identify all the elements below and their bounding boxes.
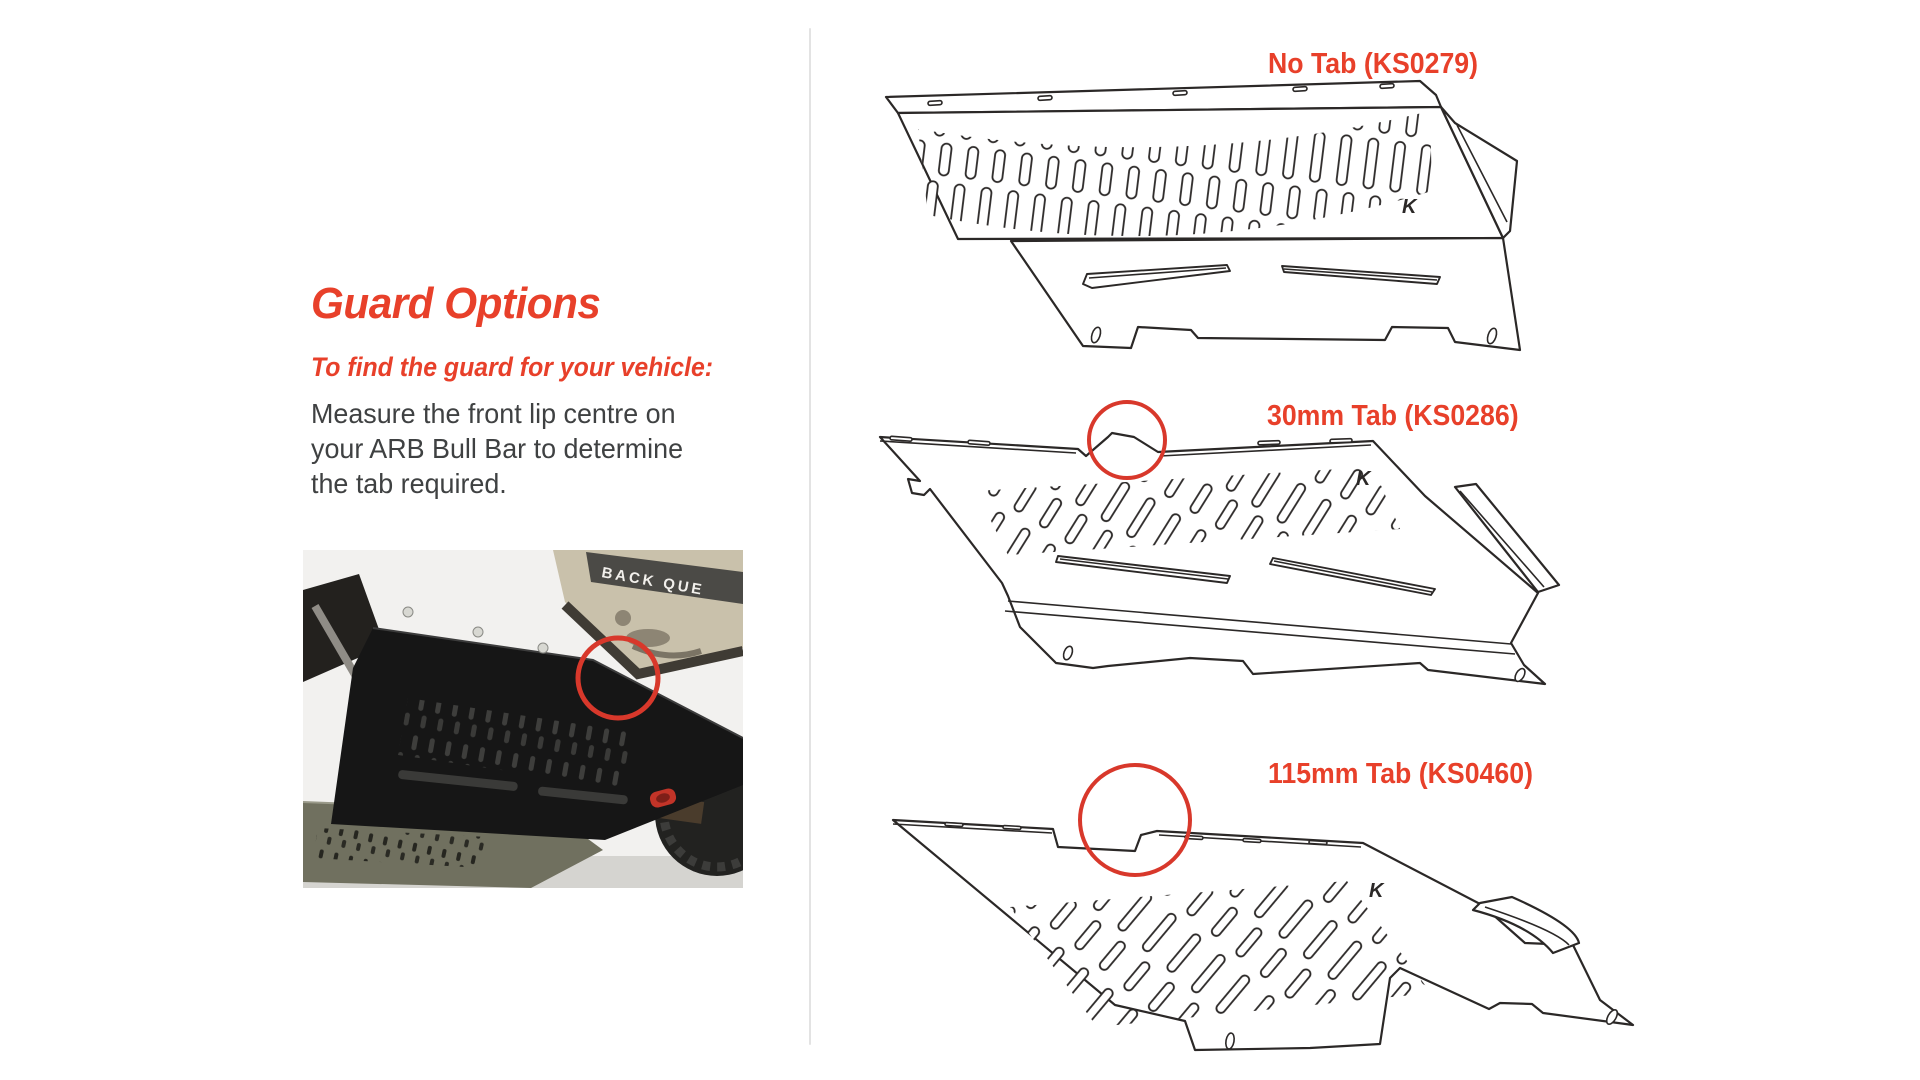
bull-bar: BACK QUE bbox=[553, 550, 743, 680]
instruction-line-1: Measure the front lip centre on bbox=[311, 398, 676, 429]
instruction-line-3: the tab required. bbox=[311, 468, 507, 499]
page-title: Guard Options bbox=[311, 279, 601, 328]
plate-115mm-tab: K bbox=[891, 763, 1635, 1052]
guard-diagram-115mm-tab: K bbox=[891, 763, 1635, 1052]
brand-logo-mark: K bbox=[1369, 880, 1385, 902]
bull-bar-banner bbox=[586, 552, 743, 604]
instruction-subtitle: To find the guard for your vehicle: bbox=[311, 352, 714, 382]
skid-plate bbox=[331, 627, 743, 840]
vehicle-underside-photo: BACK QUE bbox=[303, 550, 743, 888]
side-flange-fold bbox=[1453, 482, 1561, 594]
brand-logo-mark: K bbox=[1402, 196, 1418, 218]
rolled-edge-fold bbox=[1471, 895, 1581, 955]
tab-annotation-circle bbox=[1087, 400, 1167, 480]
mounting-bolts bbox=[402, 606, 549, 654]
guard-label-30mm-tab: 30mm Tab (KS0286) bbox=[1267, 400, 1519, 432]
instruction-line-2: your ARB Bull Bar to determine bbox=[311, 433, 684, 464]
guard-label-115mm-tab: 115mm Tab (KS0460) bbox=[1268, 758, 1533, 790]
instruction-text: Measure the front lip centre on your ARB… bbox=[311, 396, 683, 501]
vent-slots bbox=[1010, 881, 1431, 1027]
guard-diagram-30mm-tab: K bbox=[878, 400, 1561, 686]
guard-diagram-no-tab: K bbox=[884, 79, 1522, 352]
recovery-point bbox=[649, 788, 677, 808]
panel-divider bbox=[809, 28, 811, 1045]
tab-annotation-circle bbox=[1078, 763, 1192, 877]
plate-30mm-tab: K bbox=[878, 400, 1561, 686]
vent-slots bbox=[918, 111, 1432, 237]
vent-slots bbox=[976, 467, 1400, 555]
photo-annotation-circle bbox=[575, 635, 661, 721]
brand-logo-mark: K bbox=[1356, 468, 1372, 490]
guard-label-no-tab: No Tab (KS0279) bbox=[1268, 48, 1479, 80]
plate-no-tab: K bbox=[884, 79, 1522, 352]
